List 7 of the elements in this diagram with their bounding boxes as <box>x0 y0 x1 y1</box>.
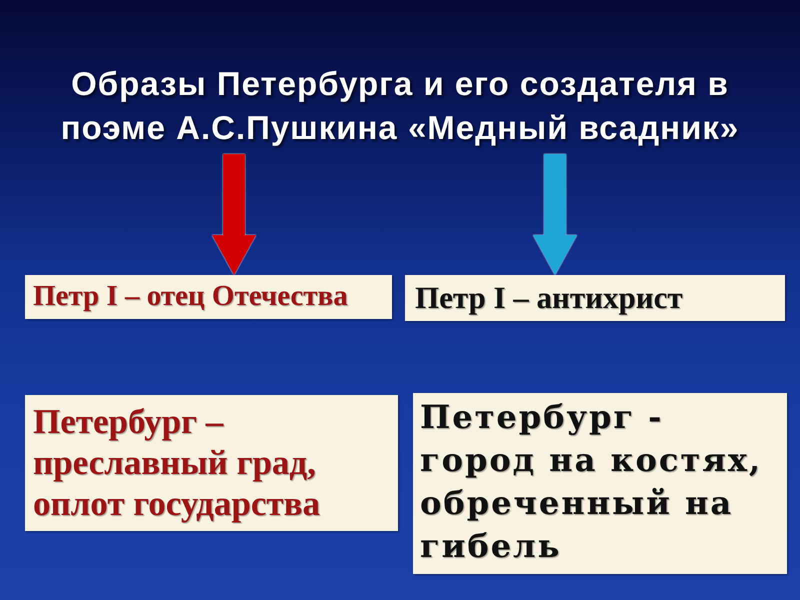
arrow <box>533 154 577 275</box>
arrow <box>212 154 256 275</box>
statement-panel: Петр I – антихрист <box>405 275 785 321</box>
statement-panel: Петербург – преславный град, оплот государства <box>25 395 398 531</box>
title-text: Образы Петербурга и его создателя в поэме А.С.Пушкина «Медный всадник» <box>40 62 760 154</box>
statement-panel: Петр I – отец Отечества <box>25 275 392 319</box>
statement-panel: Петербург - город на костях, обреченный на гибель <box>413 393 787 574</box>
